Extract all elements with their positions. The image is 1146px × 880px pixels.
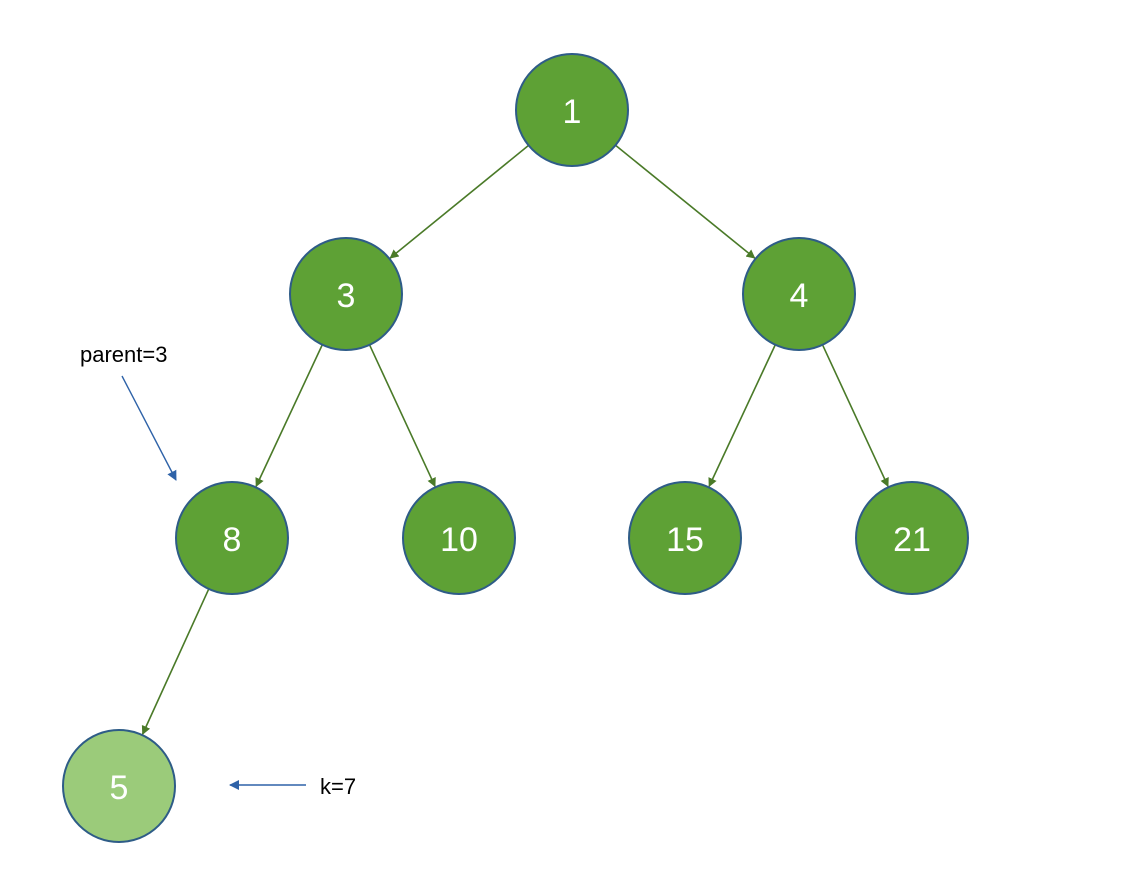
node-circle: [515, 53, 629, 167]
edge-3-to-10: [368, 344, 436, 488]
edge-4-to-21: [821, 344, 889, 488]
node-circle: [855, 481, 969, 595]
node-label: 4: [790, 277, 809, 315]
node-label: 5: [110, 769, 129, 807]
node-label: 3: [337, 277, 356, 315]
node-circle: [175, 481, 289, 595]
node-label: 10: [440, 521, 478, 559]
parent-annotation: parent=3: [80, 342, 177, 481]
k-annotation: k=7: [229, 774, 356, 799]
tree-node-4: 4: [742, 237, 856, 351]
tree-node-8: 8: [175, 481, 289, 595]
node-circle: [628, 481, 742, 595]
node-label: 1: [563, 93, 582, 131]
node-circle: [402, 481, 516, 595]
tree-node-1: 1: [515, 53, 629, 167]
node-label: 21: [893, 521, 931, 559]
node-label: 15: [666, 521, 704, 559]
tree-nodes: 1 3 4 8 10 15 21 5: [62, 53, 969, 843]
k-annotation-label: k=7: [320, 774, 356, 799]
node-circle: [62, 729, 176, 843]
node-circle: [289, 237, 403, 351]
tree-node-5: 5: [62, 729, 176, 843]
edge-8-to-5: [141, 588, 210, 735]
edge-3-to-8: [255, 344, 324, 488]
tree-node-10: 10: [402, 481, 516, 595]
edge-1-to-4: [614, 144, 756, 259]
tree-node-21: 21: [855, 481, 969, 595]
tree-node-3: 3: [289, 237, 403, 351]
parent-annotation-label: parent=3: [80, 342, 167, 367]
parent-annotation-arrow: [121, 375, 177, 481]
node-label: 8: [223, 521, 242, 559]
edge-1-to-3: [389, 144, 530, 259]
edge-4-to-15: [708, 344, 777, 488]
tree-node-15: 15: [628, 481, 742, 595]
tree-edges: [141, 144, 889, 735]
node-circle: [742, 237, 856, 351]
